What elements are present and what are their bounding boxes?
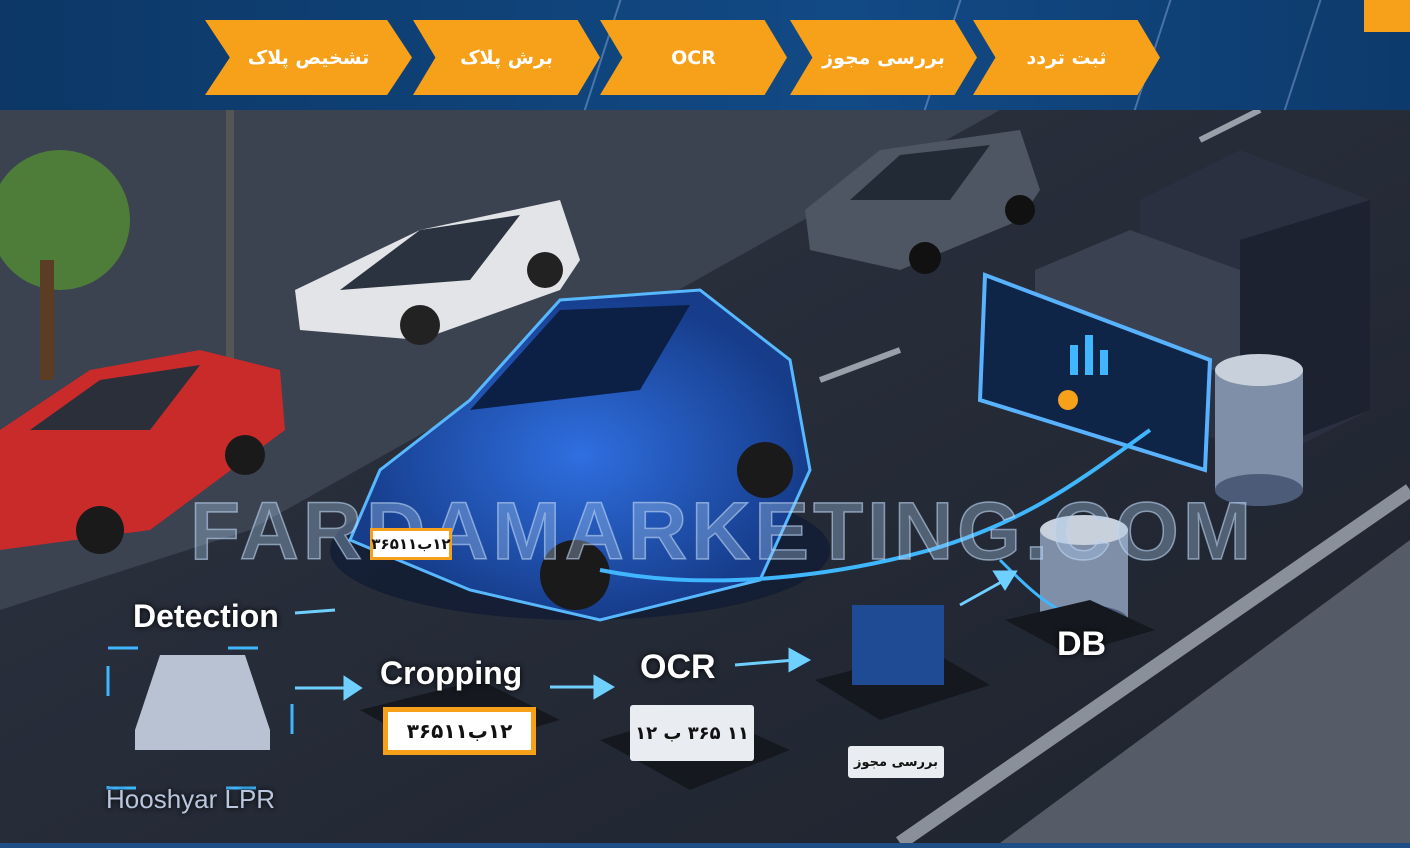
brand-label: Hooshyar LPR xyxy=(106,784,276,814)
blue-suv xyxy=(330,288,830,622)
label-ocr: OCR xyxy=(640,648,716,686)
lane-mark xyxy=(818,347,902,383)
flow-arrows xyxy=(294,570,1018,701)
detection-frame xyxy=(106,646,294,790)
corner-accent xyxy=(1364,0,1410,32)
step-ocr: OCR xyxy=(600,20,787,95)
red-car xyxy=(0,350,285,554)
white-car xyxy=(295,200,580,345)
permit-check-label: بررسی مجوز xyxy=(848,746,944,778)
process-header: تشخیص پلاک برش پلاک OCR بررسی مجوز ثبت ت… xyxy=(0,0,1410,110)
label-db: DB xyxy=(1057,625,1107,663)
bottom-bar xyxy=(0,843,1410,848)
sidewalk xyxy=(0,110,1000,610)
data-stream xyxy=(599,428,1152,583)
scene-graphics xyxy=(0,107,1410,848)
permit-cube xyxy=(852,605,944,685)
decorative-streak xyxy=(1278,0,1324,110)
sidewalk-right xyxy=(1000,540,1410,843)
tree xyxy=(0,150,130,290)
tree-trunk xyxy=(40,260,54,380)
lpr-illustration: FARDAMARKETING.COM ۱۲ب۳۶۵۱۱ Detection Cr… xyxy=(0,107,1410,848)
label-cropping: Cropping xyxy=(380,655,523,691)
pedestal xyxy=(1005,600,1155,655)
ocr-result: ۱۱ ۳۶۵ ب ۱۲ xyxy=(630,705,754,761)
step-log-entry: ثبت تردد xyxy=(973,20,1160,95)
dashboard-monitor xyxy=(977,272,1213,473)
gray-car xyxy=(805,130,1040,274)
lane-mark xyxy=(1198,107,1262,143)
label-detection: Detection xyxy=(133,598,279,634)
step-permit-check: بررسی مجوز xyxy=(790,20,977,95)
curb xyxy=(896,484,1410,848)
car-license-plate: ۱۲ب۳۶۵۱۱ xyxy=(370,528,452,560)
watermark: FARDAMARKETING.COM xyxy=(189,485,1256,578)
data-stream-branch xyxy=(998,558,1061,612)
step-plate-cropping: برش پلاک xyxy=(413,20,600,95)
detected-car xyxy=(135,655,270,750)
cropped-plate: ۱۲ب۳۶۵۱۱ xyxy=(383,707,536,755)
step-plate-detection: تشخیص پلاک xyxy=(205,20,412,95)
